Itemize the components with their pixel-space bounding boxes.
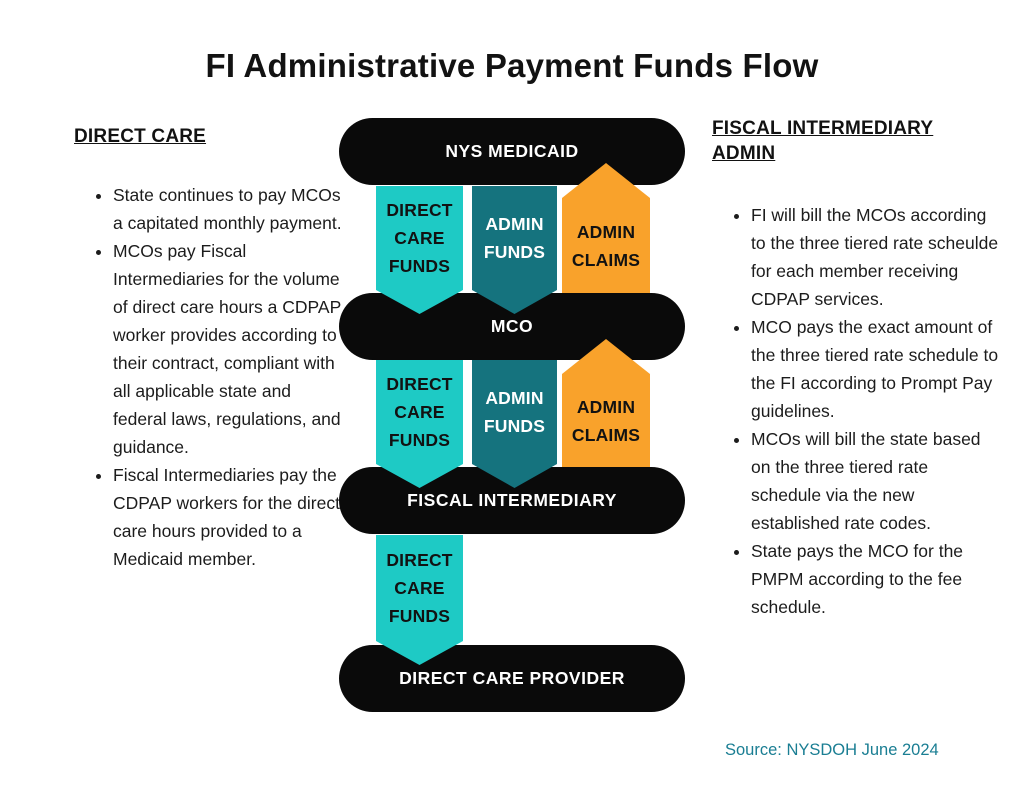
direct-care-bullet-1: State continues to pay MCOs a capitated … [113, 181, 342, 237]
fi-admin-panel: FISCAL INTERMEDIARY ADMIN FI will bill t… [712, 116, 1002, 621]
admin-funds-arrow-row1: ADMIN FUNDS [472, 186, 557, 314]
fi-admin-heading: FISCAL INTERMEDIARY ADMIN [712, 118, 934, 164]
direct-care-funds-arrow-row1: DIRECT CARE FUNDS [376, 186, 463, 314]
node-nys-medicaid: NYS MEDICAID [339, 118, 685, 185]
direct-care-bullet-3: Fiscal Intermediaries pay the CDPAP work… [113, 461, 342, 573]
admin-claims-arrow-row1: ADMIN CLAIMS [562, 163, 650, 293]
direct-care-funds-arrow-row3: DIRECT CARE FUNDS [376, 535, 463, 665]
direct-care-panel: DIRECT CARE State continues to pay MCOs … [74, 124, 342, 573]
source-attribution: Source: NYSDOH June 2024 [725, 741, 939, 759]
direct-care-heading: DIRECT CARE [74, 126, 207, 147]
admin-funds-arrow-row2: ADMIN FUNDS [472, 360, 557, 488]
direct-care-bullet-2: MCOs pay Fiscal Intermediaries for the v… [113, 237, 342, 461]
direct-care-bullet-list: State continues to pay MCOs a capitated … [74, 181, 342, 573]
node-direct-care-provider: DIRECT CARE PROVIDER [339, 645, 685, 712]
page-title: FI Administrative Payment Funds Flow [205, 47, 819, 84]
fi-admin-bullet-1: FI will bill the MCOs according to the t… [751, 201, 1002, 313]
fi-admin-bullet-3: MCOs will bill the state based on the th… [751, 425, 1002, 537]
direct-care-funds-arrow-row2: DIRECT CARE FUNDS [376, 360, 463, 488]
fi-admin-bullet-2: MCO pays the exact amount of the three t… [751, 313, 1002, 425]
fi-admin-bullet-4: State pays the MCO for the PMPM accordin… [751, 537, 1002, 621]
fi-admin-bullet-list: FI will bill the MCOs according to the t… [712, 201, 1002, 621]
